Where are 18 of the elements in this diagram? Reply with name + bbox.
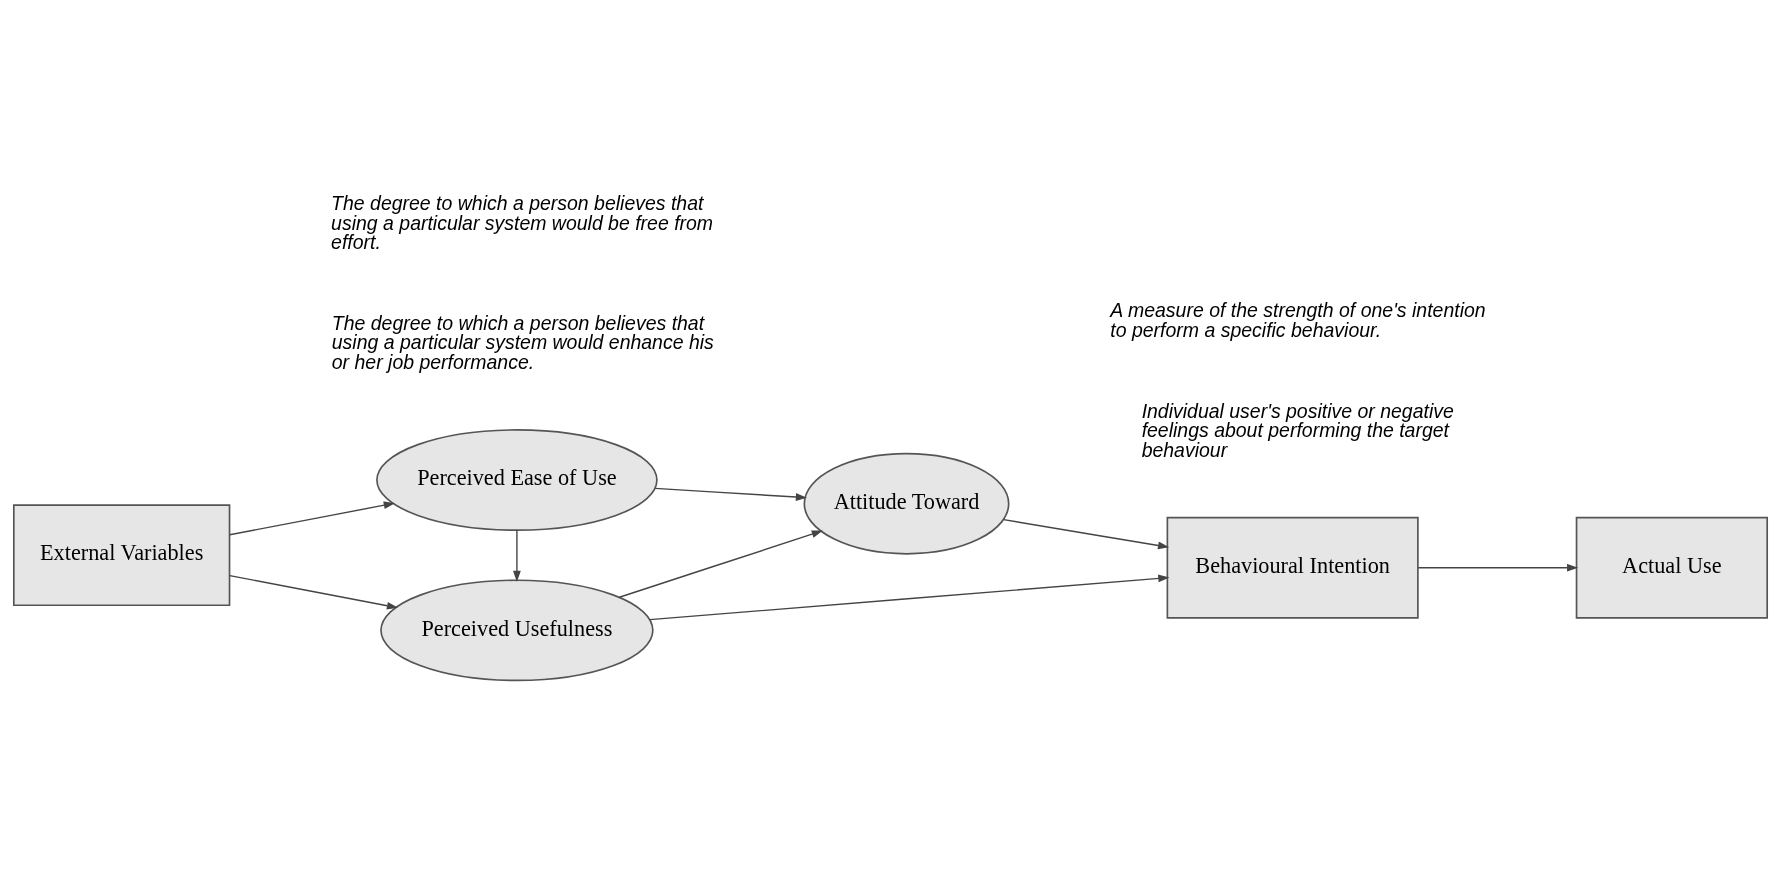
arrow — [229, 501, 395, 536]
node-ellipse: Perceived Ease of Use — [376, 429, 658, 531]
label: The degree to which a person believes that using a particular system would enhance his or her job performance. — [331, 312, 714, 373]
label: Individual user's positive or negative feelings about performing the target behaviour — [1141, 399, 1454, 461]
arrow — [229, 574, 399, 610]
label: The degree to which a person believes that using a particular system would be free from effort. — [331, 192, 714, 254]
arrow — [649, 574, 1170, 621]
node-ellipse: Perceived Usefulness — [380, 579, 654, 682]
arrow — [513, 529, 521, 582]
node-ellipse: Attitude Toward — [803, 452, 1010, 555]
arrow — [654, 487, 807, 501]
label: A measure of the strength of one's intention to perform a specific behaviour. — [1110, 299, 1486, 341]
node-box: External Variables — [12, 504, 231, 607]
node-box: Behavioural Intention — [1166, 516, 1419, 619]
arrow — [1417, 563, 1579, 572]
arrow — [618, 530, 823, 598]
node-box: Actual Use — [1575, 516, 1769, 619]
arrow — [1002, 519, 1170, 550]
